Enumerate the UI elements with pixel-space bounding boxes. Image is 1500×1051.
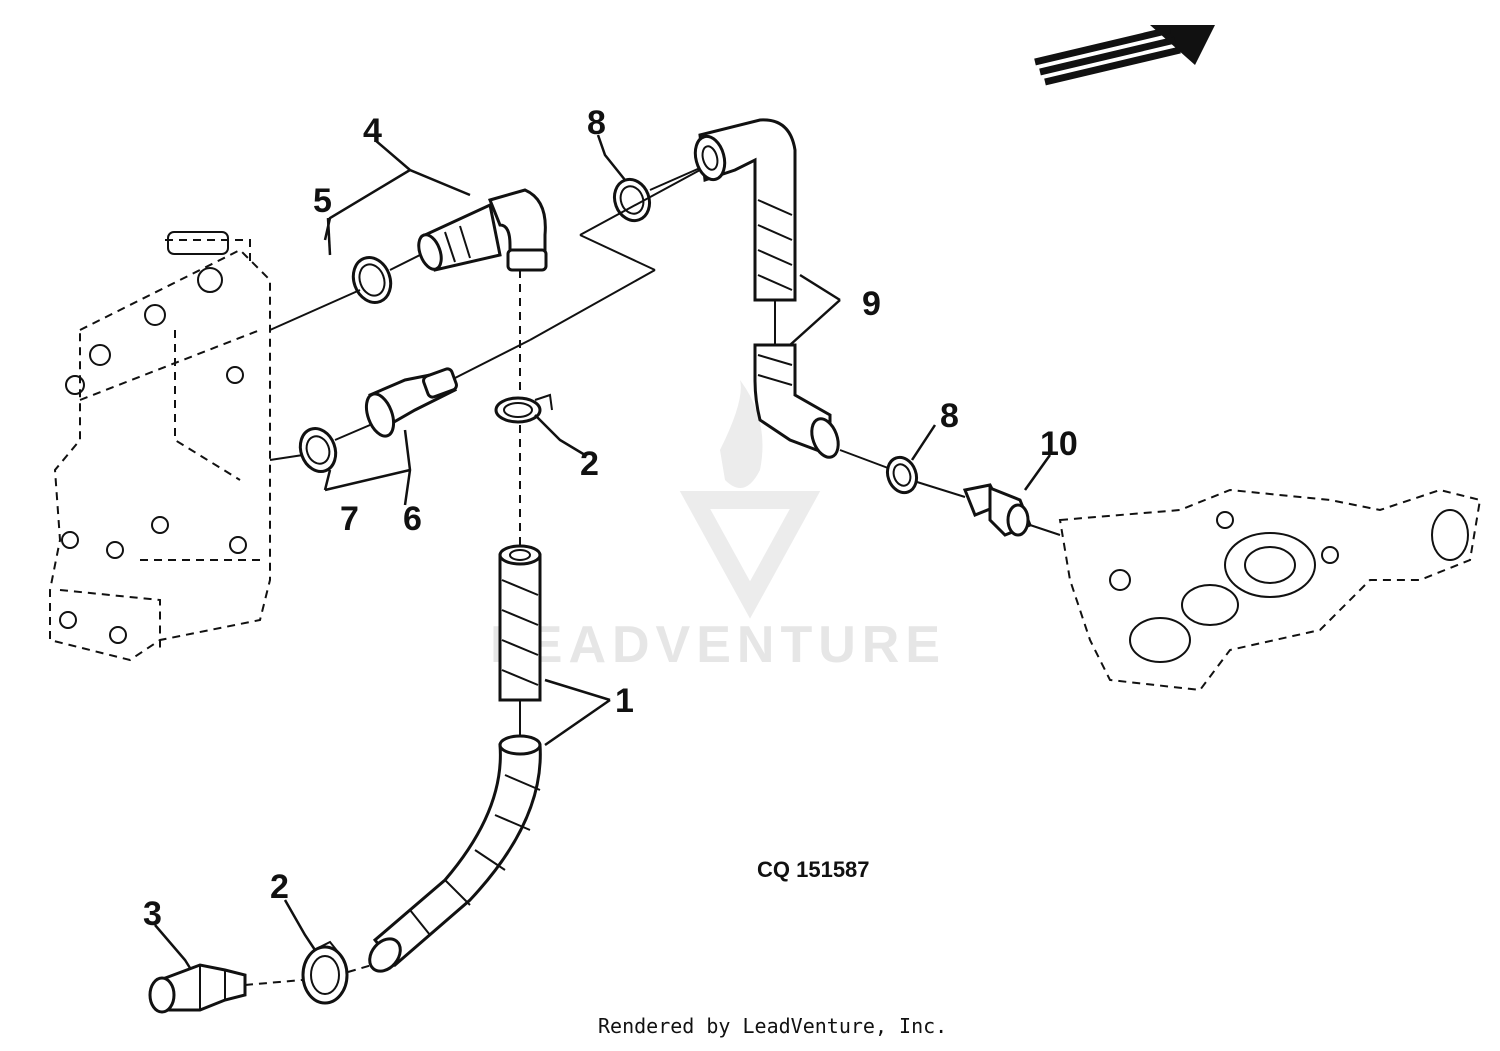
callouts: 4 5 8 9 8 10 2 6 7 1 2 3 xyxy=(143,104,1078,933)
callout-7: 7 xyxy=(340,500,359,538)
valve-housing xyxy=(49,231,271,662)
leadventure-logo-icon xyxy=(679,380,821,619)
o-ring-5 xyxy=(351,256,393,304)
o-ring-7 xyxy=(298,427,338,473)
switch-6 xyxy=(364,367,458,438)
figure-id: CQ 151587 xyxy=(757,857,870,882)
callout-8-upper: 8 xyxy=(587,104,606,142)
callout-8-lower: 8 xyxy=(940,397,959,435)
callout-4: 4 xyxy=(363,112,382,150)
callout-1: 1 xyxy=(615,682,634,720)
callout-2-upper: 2 xyxy=(580,445,599,483)
hose-clamp-2-lower xyxy=(301,940,349,1005)
callout-3: 3 xyxy=(143,895,162,933)
direction-arrow-icon xyxy=(1034,25,1215,86)
leader-lines xyxy=(154,134,1052,969)
o-ring-8-lower xyxy=(885,455,919,495)
callout-2-lower: 2 xyxy=(270,868,289,906)
o-ring-8-upper xyxy=(612,177,652,223)
hose-9 xyxy=(693,118,840,459)
axle-housing xyxy=(1058,488,1482,692)
callout-5: 5 xyxy=(313,182,332,220)
hose-1 xyxy=(368,544,542,973)
watermark-text: LEADVENTURE xyxy=(490,616,946,674)
hose-clamp-2-upper xyxy=(494,393,553,424)
callout-9: 9 xyxy=(862,285,881,323)
watermark: LEADVENTURE xyxy=(490,380,946,674)
render-credit: Rendered by LeadVenture, Inc. xyxy=(598,1014,947,1038)
elbow-fitting-4 xyxy=(417,188,548,272)
callout-6: 6 xyxy=(403,500,422,538)
fitting-10 xyxy=(962,483,1032,537)
fitting-3 xyxy=(148,963,247,1014)
callout-10: 10 xyxy=(1040,425,1078,463)
